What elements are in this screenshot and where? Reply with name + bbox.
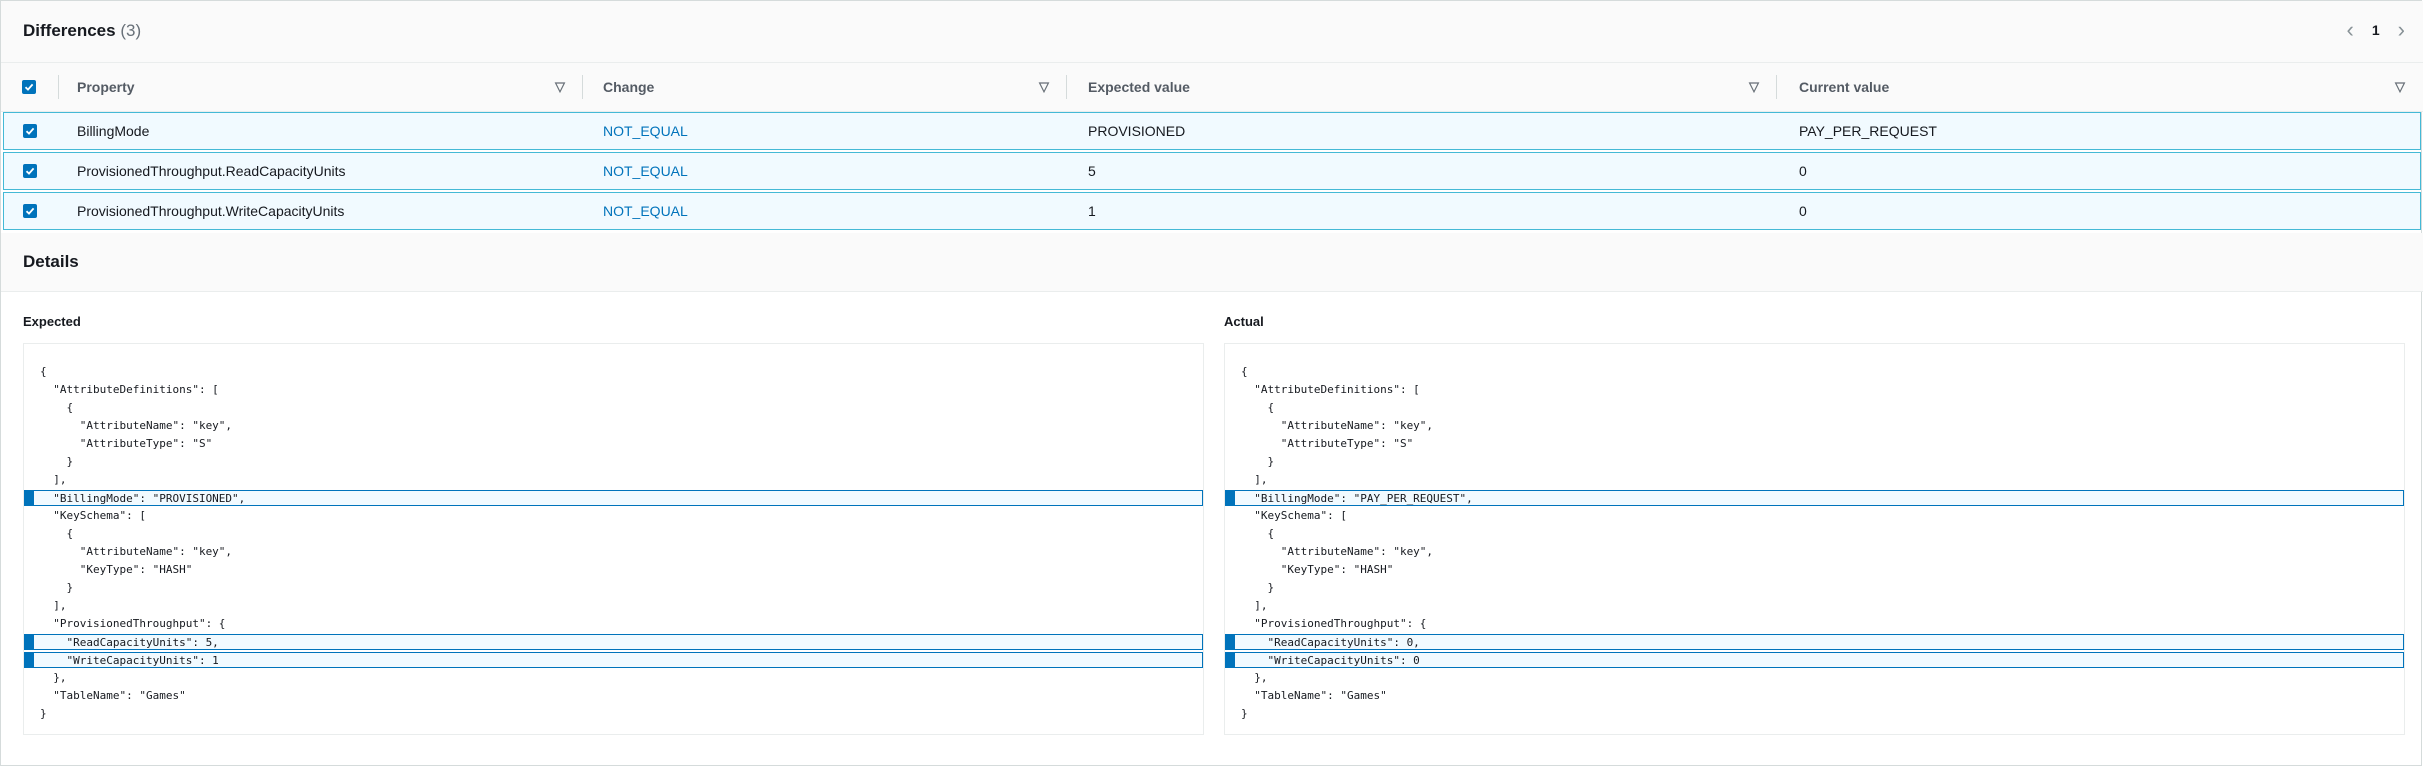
chevron-left-icon[interactable]: ‹	[2346, 17, 2354, 42]
code-line: {	[1241, 365, 1248, 378]
code-line: "KeySchema": [	[40, 509, 146, 522]
code-line: {	[1241, 527, 1275, 540]
column-header-current-value[interactable]: Current value ▽	[1777, 63, 2423, 111]
checkmark-icon	[25, 207, 35, 215]
code-line: ],	[40, 473, 67, 486]
checkbox-column-header	[1, 63, 59, 111]
table-header: Property ▽ Change ▽ Expected value ▽ Cur…	[1, 63, 2423, 112]
details-header: Details	[1, 233, 2423, 292]
row-checkbox[interactable]	[23, 124, 37, 138]
differences-count: (3)	[120, 21, 142, 40]
code-line: }	[1241, 707, 1248, 720]
cell-property: BillingMode	[77, 123, 150, 139]
cell-expected-value: 1	[1088, 203, 1096, 219]
code-line: "KeyType": "HASH"	[40, 563, 193, 576]
code-line: }	[1241, 455, 1275, 468]
differences-title-text: Differences	[23, 21, 116, 40]
checkmark-icon	[24, 83, 34, 91]
code-line: },	[1241, 671, 1268, 684]
table-row[interactable]: BillingMode NOT_EQUAL PROVISIONED PAY_PE…	[3, 112, 2421, 150]
code-line: ],	[1241, 473, 1268, 486]
sort-icon[interactable]: ▽	[555, 79, 565, 94]
code-line: "AttributeDefinitions": [	[40, 383, 219, 396]
highlighted-code-line: "BillingMode": "PAY_PER_REQUEST",	[1225, 490, 2404, 506]
code-line: "AttributeType": "S"	[40, 437, 213, 450]
cell-property: ProvisionedThroughput.ReadCapacityUnits	[77, 163, 346, 179]
code-line: "TableName": "Games"	[1241, 689, 1387, 702]
code-line: "AttributeDefinitions": [	[1241, 383, 1420, 396]
code-line: {	[1241, 401, 1275, 414]
cell-change[interactable]: NOT_EQUAL	[603, 163, 688, 179]
code-line: "AttributeName": "key",	[1241, 419, 1434, 432]
actual-json-viewer[interactable]: { "AttributeDefinitions": [ { "Attribute…	[1224, 343, 2405, 735]
code-line: ],	[40, 599, 67, 612]
differences-header: Differences (3) ‹ 1 ›	[1, 1, 2423, 63]
code-line: }	[40, 455, 74, 468]
table-row[interactable]: ProvisionedThroughput.ReadCapacityUnits …	[3, 152, 2421, 190]
code-line: "AttributeName": "key",	[40, 419, 233, 432]
column-header-expected-value[interactable]: Expected value ▽	[1067, 63, 1777, 111]
code-line: "TableName": "Games"	[40, 689, 186, 702]
cell-change[interactable]: NOT_EQUAL	[603, 203, 688, 219]
cell-change[interactable]: NOT_EQUAL	[603, 123, 688, 139]
cell-property: ProvisionedThroughput.WriteCapacityUnits	[77, 203, 345, 219]
column-header-expected-label: Expected value	[1088, 79, 1190, 95]
chevron-right-icon[interactable]: ›	[2397, 17, 2405, 42]
row-checkbox[interactable]	[23, 204, 37, 218]
highlighted-code-line: "BillingMode": "PROVISIONED",	[24, 490, 1203, 506]
sort-icon[interactable]: ▽	[1039, 79, 1049, 94]
actual-label: Actual	[1224, 314, 1264, 329]
cell-current-value: PAY_PER_REQUEST	[1799, 123, 1937, 139]
column-header-property[interactable]: Property ▽	[59, 63, 583, 111]
highlighted-code-line: "ReadCapacityUnits": 5,	[24, 634, 1203, 650]
page-number[interactable]: 1	[2371, 22, 2380, 38]
differences-title: Differences (3)	[23, 21, 141, 41]
code-line: "KeyType": "HASH"	[1241, 563, 1394, 576]
cell-current-value: 0	[1799, 163, 1807, 179]
highlighted-code-line: "WriteCapacityUnits": 0	[1225, 652, 2404, 668]
code-line: "AttributeName": "key",	[1241, 545, 1434, 558]
column-header-change-label: Change	[603, 79, 655, 95]
column-header-current-label: Current value	[1799, 79, 1890, 95]
code-line: {	[40, 401, 74, 414]
cell-expected-value: PROVISIONED	[1088, 123, 1186, 139]
sort-icon[interactable]: ▽	[2395, 79, 2405, 94]
code-line: "KeySchema": [	[1241, 509, 1347, 522]
cell-expected-value: 5	[1088, 163, 1096, 179]
row-checkbox[interactable]	[23, 164, 37, 178]
details-title: Details	[23, 252, 79, 271]
code-line: "ProvisionedThroughput": {	[40, 617, 226, 630]
code-line: {	[40, 527, 74, 540]
cell-current-value: 0	[1799, 203, 1807, 219]
column-header-property-label: Property	[77, 79, 135, 95]
pagination: ‹ 1 ›	[2347, 19, 2405, 41]
checkmark-icon	[25, 127, 35, 135]
code-line: }	[40, 707, 47, 720]
code-line: ],	[1241, 599, 1268, 612]
column-header-change[interactable]: Change ▽	[583, 63, 1067, 111]
code-line: "AttributeName": "key",	[40, 545, 233, 558]
highlighted-code-line: "WriteCapacityUnits": 1	[24, 652, 1203, 668]
select-all-checkbox[interactable]	[22, 80, 36, 94]
code-line: "ProvisionedThroughput": {	[1241, 617, 1427, 630]
code-line: {	[40, 365, 47, 378]
highlighted-code-line: "ReadCapacityUnits": 0,	[1225, 634, 2404, 650]
table-row[interactable]: ProvisionedThroughput.WriteCapacityUnits…	[3, 192, 2421, 230]
code-line: },	[40, 671, 67, 684]
code-line: }	[40, 581, 74, 594]
code-line: }	[1241, 581, 1275, 594]
sort-icon[interactable]: ▽	[1749, 79, 1759, 94]
expected-json-viewer[interactable]: { "AttributeDefinitions": [ { "Attribute…	[23, 343, 1204, 735]
code-line: "AttributeType": "S"	[1241, 437, 1414, 450]
expected-label: Expected	[23, 314, 81, 329]
checkmark-icon	[25, 167, 35, 175]
